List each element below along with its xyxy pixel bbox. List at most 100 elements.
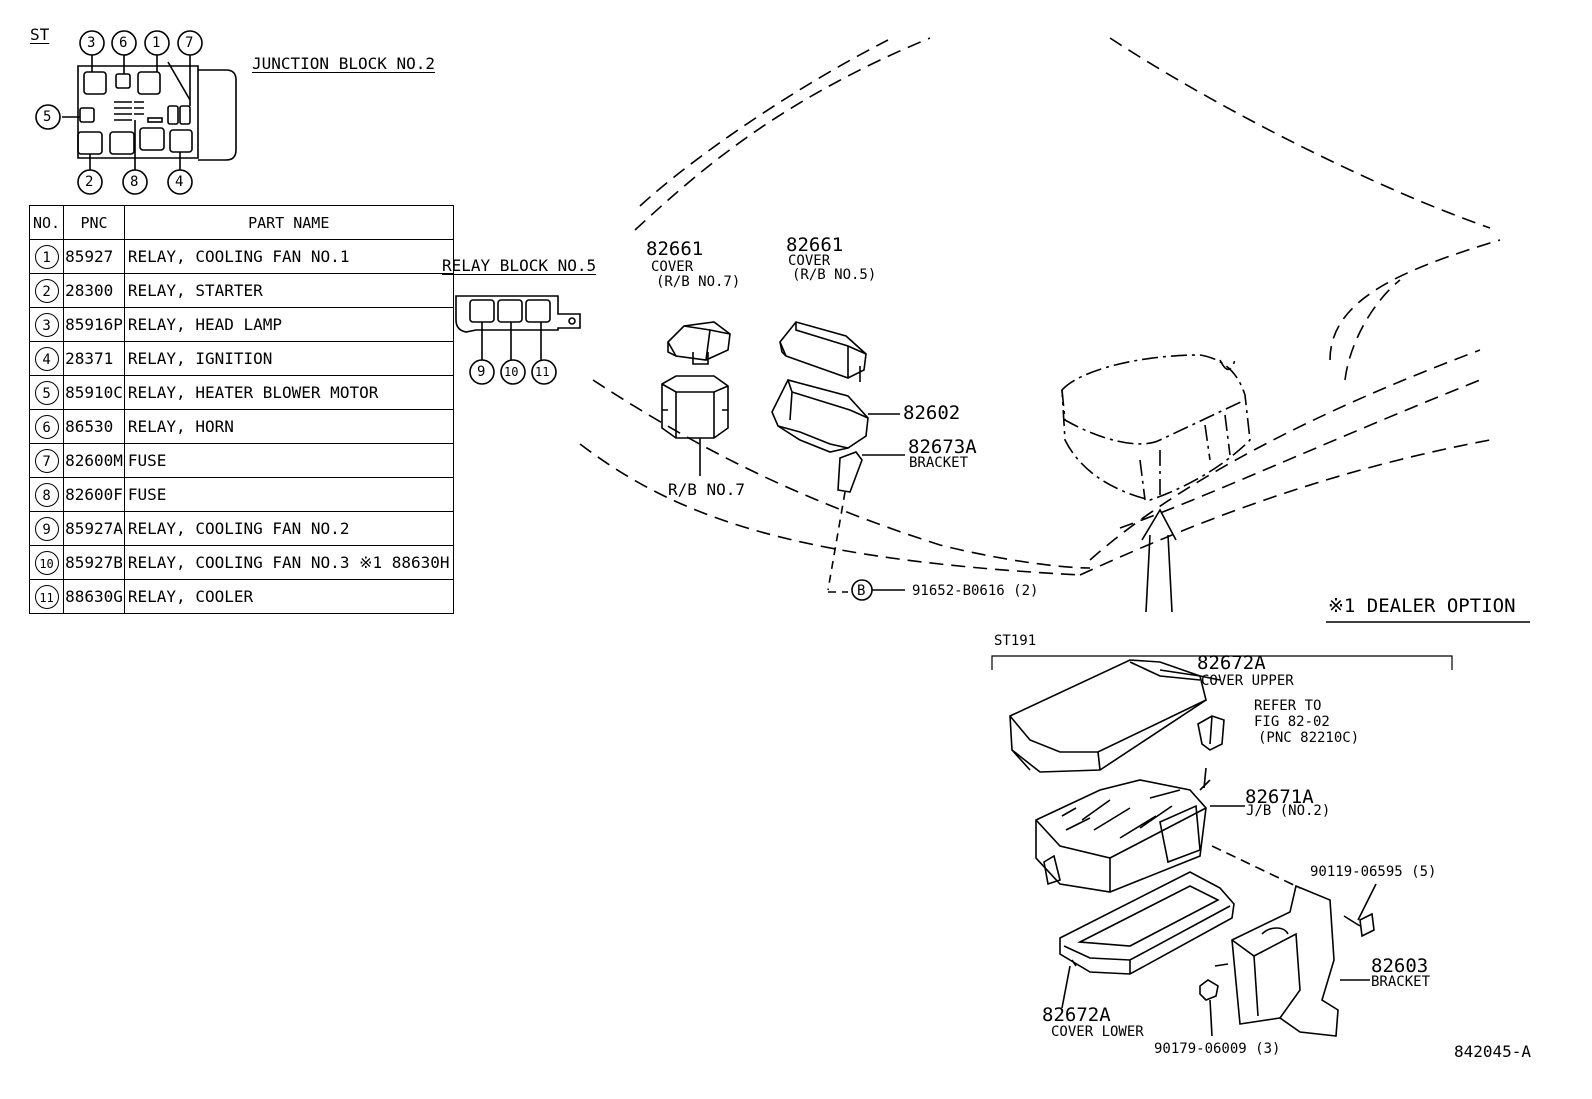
row-number: 10 [34, 550, 59, 575]
row-number: 7 [34, 448, 59, 473]
row-pnc: 28300 [63, 273, 125, 308]
row-pnc: 85916P [63, 307, 125, 342]
row-pnc: 85927 [63, 239, 125, 274]
location-arrow [1141, 508, 1177, 613]
row-part-name: RELAY, COOLING FAN NO.3 ※1 88630H [123, 545, 454, 580]
cover-lower-name: COVER LOWER [1051, 1024, 1144, 1040]
callout-1: 1 [152, 35, 161, 51]
row-pnc: 88630G [63, 579, 125, 614]
junction-block-name: J/B (NO.2) [1246, 803, 1331, 819]
header-no: NO. [28, 205, 65, 240]
row-part-name: RELAY, COOLING FAN NO.1 [123, 239, 454, 274]
table-header-row: NO. PNC PART NAME [28, 205, 454, 240]
cover-upper-name: COVER UPPER [1201, 673, 1294, 689]
cover-rb5-name: COVER [788, 253, 831, 269]
bracket-small-name: BRACKET [909, 455, 969, 471]
row-part-name: RELAY, HEATER BLOWER MOTOR [123, 375, 454, 410]
row-number: 4 [34, 346, 59, 371]
row-part-name: RELAY, HORN [123, 409, 454, 444]
table-row: 5 85910C RELAY, HEATER BLOWER MOTOR [28, 375, 454, 410]
callout-11: 11 [535, 365, 550, 379]
cover-rb5-drawing [779, 321, 867, 382]
callout-2: 2 [85, 174, 94, 190]
row-number: 3 [34, 312, 59, 337]
row-pnc: 85927A [63, 511, 125, 546]
refer-line-1: REFER TO [1254, 698, 1322, 714]
table-row: 6 86530 RELAY, HORN [28, 409, 454, 444]
table-row: 8 82600F FUSE [28, 477, 454, 512]
callout-3: 3 [87, 35, 96, 51]
table-row: 11 88630G RELAY, COOLER [28, 579, 454, 614]
row-part-name: RELAY, HEAD LAMP [123, 307, 454, 342]
junction-block-schematic [35, 30, 237, 195]
relay-block-pnc: 82602 [903, 402, 961, 424]
cover-rb5-note: (R/B NO.5) [792, 267, 877, 283]
dealer-option-note: ※1 DEALER OPTION [1328, 595, 1516, 617]
bracket-small-pnc: 82673A [908, 436, 977, 458]
row-part-name: RELAY, STARTER [123, 273, 454, 308]
screw-pnc: 90119-06595 (5) [1310, 864, 1437, 880]
callout-7: 7 [185, 35, 194, 51]
table-row: 4 28371 RELAY, IGNITION [28, 341, 454, 376]
row-number: 5 [34, 380, 59, 405]
refer-line-2: FIG 82-02 [1254, 714, 1330, 730]
row-number: 2 [34, 278, 59, 303]
table-row: 7 82600M FUSE [28, 443, 454, 478]
figure-id: 842045-A [1454, 1042, 1532, 1061]
bolt-pnc: 91652-B0616 (2) [912, 583, 1039, 599]
st191-exploded-view [991, 655, 1453, 1037]
row-pnc: 28371 [63, 341, 125, 376]
row-number: 8 [34, 482, 59, 507]
callout-6: 6 [119, 35, 128, 51]
row-pnc: 82600F [63, 477, 125, 512]
row-number: 1 [34, 244, 59, 269]
parts-table: NO. PNC PART NAME 1 85927 RELAY, COOLING… [28, 205, 454, 614]
callout-4: 4 [175, 174, 184, 190]
cover-rb7-note: (R/B NO.7) [656, 274, 741, 290]
row-pnc: 86530 [63, 409, 125, 444]
cover-rb7-pnc: 82661 [646, 238, 704, 260]
engine-bay-outline [579, 37, 1501, 576]
callout-5: 5 [43, 109, 52, 125]
row-part-name: FUSE [123, 477, 454, 512]
table-row: 2 28300 RELAY, STARTER [28, 273, 454, 308]
row-pnc: 85927B [63, 545, 125, 580]
row-part-name: RELAY, COOLER [123, 579, 454, 614]
refer-line-3: (PNC 82210C) [1258, 730, 1360, 746]
nut-pnc: 90179-06009 (3) [1154, 1041, 1281, 1057]
row-number: 9 [34, 516, 59, 541]
table-row: 1 85927 RELAY, COOLING FAN NO.1 [28, 239, 454, 274]
bracket-large-pnc: 82603 [1371, 955, 1429, 977]
cover-rb7-name: COVER [651, 259, 694, 275]
row-part-name: RELAY, IGNITION [123, 341, 454, 376]
rb7-block-drawing [661, 375, 729, 476]
bracket-large-name: BRACKET [1371, 974, 1431, 990]
header-pnc: PNC [63, 205, 125, 240]
header-part-name: PART NAME [123, 205, 454, 240]
table-row: 9 85927A RELAY, COOLING FAN NO.2 [28, 511, 454, 546]
row-pnc: 82600M [63, 443, 125, 478]
cover-lower-pnc: 82672A [1042, 1004, 1111, 1026]
table-row: 10 85927B RELAY, COOLING FAN NO.3 ※1 886… [28, 545, 454, 580]
row-number: 11 [34, 584, 59, 609]
cover-rb7-drawing [667, 321, 731, 365]
callout-8: 8 [130, 174, 139, 190]
row-part-name: RELAY, COOLING FAN NO.2 [123, 511, 454, 546]
cover-rb5-pnc: 82661 [786, 234, 844, 256]
relay-block-schematic [455, 295, 581, 385]
callout-9: 9 [477, 364, 486, 380]
row-pnc: 85910C [63, 375, 125, 410]
section-code: ST [30, 25, 50, 44]
bolt-callout: B [857, 583, 866, 599]
junction-block-pnc: 82671A [1245, 786, 1314, 808]
relay-block-title: RELAY BLOCK NO.5 [442, 256, 597, 275]
junction-block-title: JUNCTION BLOCK NO.2 [252, 54, 436, 73]
installed-junction-block [1061, 354, 1251, 501]
row-part-name: FUSE [123, 443, 454, 478]
table-row: 3 85916P RELAY, HEAD LAMP [28, 307, 454, 342]
rb7-label: R/B NO.7 [668, 480, 746, 499]
detail-code: ST191 [994, 633, 1037, 649]
callout-10: 10 [504, 365, 519, 379]
